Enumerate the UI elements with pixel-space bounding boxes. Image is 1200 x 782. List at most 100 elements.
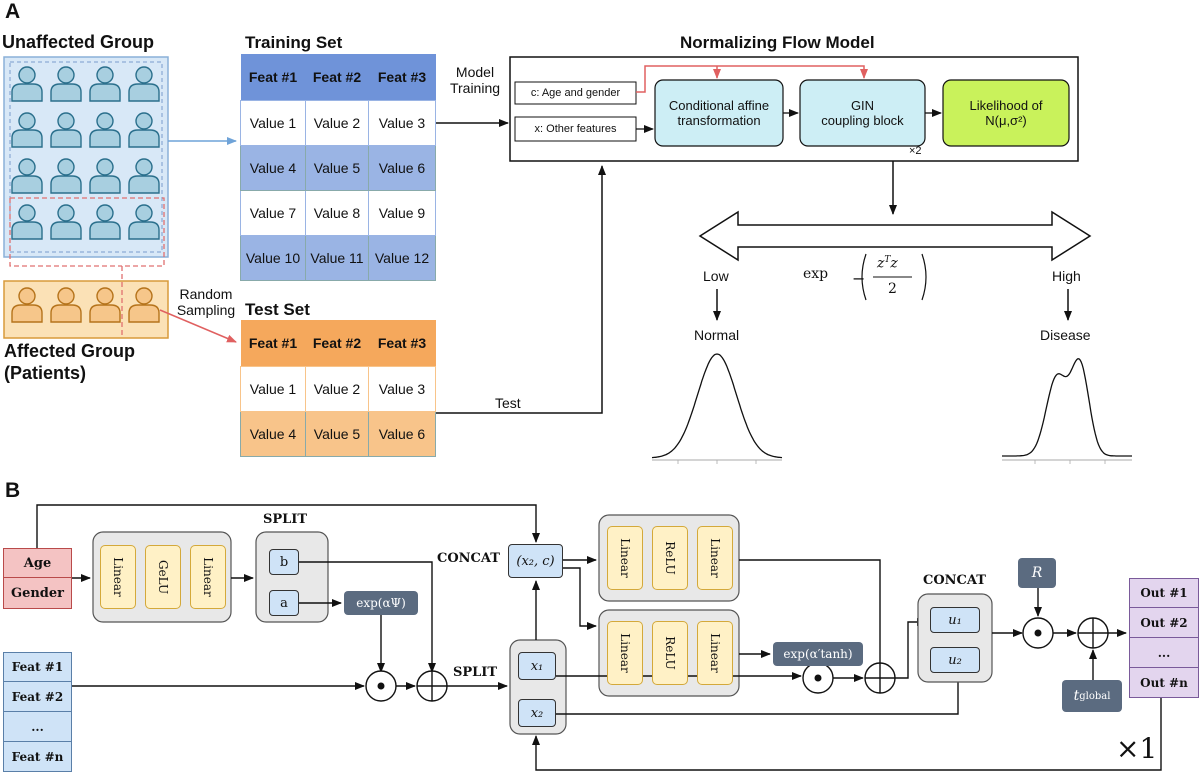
age-input: Age <box>3 548 72 578</box>
table-header-cell: Feat #3 <box>368 54 436 101</box>
disease-distribution-plot <box>1002 358 1132 464</box>
exp-alpha-tanh-box: exp(α′tanh) <box>773 642 863 666</box>
person-icon <box>50 204 82 240</box>
disease-label: Disease <box>1040 327 1091 343</box>
table-cell: Value 9 <box>368 190 436 236</box>
mlp-layer: Linear <box>607 621 643 685</box>
table-header-cell: Feat #3 <box>368 320 436 367</box>
table-header-cell: Feat #1 <box>240 320 306 367</box>
repeat-x2-label: ×2 <box>909 145 922 157</box>
person-icon <box>128 112 160 148</box>
mlp-layer: ReLU <box>652 621 688 685</box>
person-icon <box>128 66 160 102</box>
table-cell: Value 1 <box>240 100 306 146</box>
mlp-layer: Linear <box>697 621 733 685</box>
unaffected-group-title: Unaffected Group <box>2 32 155 52</box>
mlp-layer: Linear <box>190 545 226 609</box>
person-icon <box>50 66 82 102</box>
affected-group-title: Affected Group <box>4 341 136 361</box>
x2-c-box: (x₂, c) <box>508 544 563 578</box>
exp-alpha-psi-box: exp(αΨ) <box>344 591 418 615</box>
high-label: High <box>1052 268 1081 284</box>
normal-label: Normal <box>694 327 740 343</box>
concat-right-label: CONCAT <box>923 573 986 588</box>
column-item: Out #2 <box>1129 608 1199 638</box>
flow-model-title: Normalizing Flow Model <box>680 33 875 52</box>
table-cell: Value 12 <box>368 235 436 281</box>
table-cell: Value 5 <box>305 411 369 457</box>
column-item: Out #n <box>1129 668 1199 698</box>
test-arrow <box>159 309 237 343</box>
table-cell: Value 11 <box>305 235 369 281</box>
x2-box: x₂ <box>518 699 556 727</box>
table-cell: Value 7 <box>240 190 306 236</box>
table-cell: Value 3 <box>368 100 436 146</box>
input-c-label: c: Age and gender <box>530 87 621 99</box>
u1-box: u₁ <box>930 607 980 633</box>
condition-arrow <box>636 65 868 93</box>
test-path-arrow <box>435 165 606 414</box>
person-icon <box>50 287 82 323</box>
person-icon <box>50 112 82 148</box>
table-cell: Value 8 <box>305 190 369 236</box>
panel-b-label: B <box>5 479 21 502</box>
gender-input: Gender <box>3 578 72 609</box>
table-cell: Value 6 <box>368 411 436 457</box>
table-cell: Value 1 <box>240 366 306 412</box>
person-icon <box>11 204 43 240</box>
mlp-layer: Linear <box>607 526 643 590</box>
mlp-layer: GeLU <box>145 545 181 609</box>
person-icon <box>50 158 82 194</box>
person-icon <box>11 287 43 323</box>
table-header-cell: Feat #1 <box>240 54 306 101</box>
table-header-cell: Feat #2 <box>305 54 369 101</box>
conditional-affine-block: Conditional affine transformation <box>668 98 770 128</box>
repeat-x1-label: ×1 <box>1116 732 1158 765</box>
affected-group-subtitle: (Patients) <box>4 363 87 383</box>
low-label: Low <box>703 268 729 284</box>
mlp-layer: Linear <box>100 545 136 609</box>
mlp-layer: ReLU <box>652 526 688 590</box>
table-cell: Value 6 <box>368 145 436 191</box>
column-item: Out #1 <box>1129 578 1199 608</box>
split-a-box: a <box>269 590 299 616</box>
x1-box: x₁ <box>518 652 556 680</box>
table-cell: Value 5 <box>305 145 369 191</box>
test-set-title: Test Set <box>245 300 310 319</box>
normal-distribution-plot <box>651 353 783 464</box>
person-icon <box>11 158 43 194</box>
person-icon <box>89 66 121 102</box>
table-cell: Value 4 <box>240 145 306 191</box>
training-set-title: Training Set <box>245 33 343 52</box>
person-icon <box>128 287 160 323</box>
split-mid-label: SPLIT <box>453 665 498 680</box>
split-b-box: b <box>269 549 299 575</box>
person-icon <box>89 112 121 148</box>
likelihood-block: Likelihood of N(μ,σ²) <box>969 98 1043 128</box>
person-icon <box>128 158 160 194</box>
table-cell: Value 10 <box>240 235 306 281</box>
table-cell: Value 2 <box>305 366 369 412</box>
person-icon <box>89 287 121 323</box>
concat-left-label: CONCAT <box>437 551 500 566</box>
column-item: ... <box>1129 638 1199 668</box>
score-formula: exp <box>803 266 829 282</box>
panel-a-label: A <box>5 0 21 23</box>
column-item: Feat #2 <box>3 682 72 712</box>
table-header-cell: Feat #2 <box>305 320 369 367</box>
model-training-label: Model Training <box>449 64 501 96</box>
gin-coupling-block: GIN coupling block <box>821 98 904 128</box>
random-sampling-label: Random Sampling <box>176 286 236 318</box>
